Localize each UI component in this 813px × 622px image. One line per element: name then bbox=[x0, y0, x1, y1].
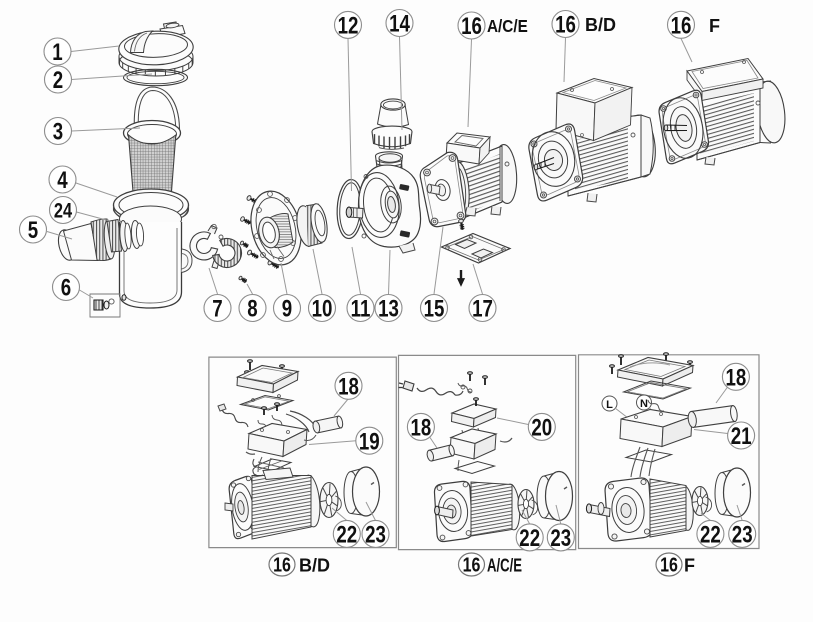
svg-text:A/C/E: A/C/E bbox=[487, 556, 522, 576]
svg-text:7: 7 bbox=[212, 295, 222, 322]
svg-text:1: 1 bbox=[52, 39, 62, 66]
svg-text:15: 15 bbox=[424, 295, 445, 322]
svg-text:F: F bbox=[684, 556, 695, 576]
svg-text:22: 22 bbox=[336, 521, 357, 548]
svg-text:18: 18 bbox=[338, 373, 359, 400]
svg-text:20: 20 bbox=[531, 414, 552, 441]
svg-text:4: 4 bbox=[57, 167, 67, 194]
svg-text:6: 6 bbox=[61, 274, 71, 301]
svg-text:B/D: B/D bbox=[299, 556, 330, 576]
svg-text:N: N bbox=[640, 398, 648, 410]
svg-text:9: 9 bbox=[282, 295, 292, 322]
svg-text:24: 24 bbox=[54, 199, 73, 222]
svg-text:18: 18 bbox=[410, 414, 431, 441]
svg-text:23: 23 bbox=[550, 525, 571, 552]
svg-text:23: 23 bbox=[732, 521, 753, 548]
svg-text:8: 8 bbox=[247, 295, 257, 322]
svg-text:18: 18 bbox=[725, 364, 746, 391]
svg-text:22: 22 bbox=[519, 525, 540, 552]
svg-text:11: 11 bbox=[351, 295, 371, 322]
svg-text:16: 16 bbox=[555, 11, 576, 38]
svg-text:12: 12 bbox=[338, 12, 359, 39]
svg-text:A/C/E: A/C/E bbox=[487, 16, 528, 36]
svg-text:16: 16 bbox=[671, 12, 692, 39]
svg-text:14: 14 bbox=[389, 10, 410, 37]
svg-text:F: F bbox=[709, 16, 720, 36]
svg-text:16: 16 bbox=[273, 554, 291, 576]
svg-text:16: 16 bbox=[461, 13, 482, 40]
svg-text:23: 23 bbox=[365, 521, 386, 548]
svg-text:19: 19 bbox=[359, 428, 380, 455]
svg-text:2: 2 bbox=[53, 67, 63, 94]
svg-text:B/D: B/D bbox=[585, 15, 616, 35]
svg-text:5: 5 bbox=[28, 217, 38, 244]
svg-text:10: 10 bbox=[312, 295, 333, 322]
svg-text:21: 21 bbox=[731, 423, 752, 450]
svg-text:L: L bbox=[606, 399, 613, 411]
svg-text:16: 16 bbox=[463, 554, 481, 576]
svg-text:17: 17 bbox=[472, 295, 493, 322]
svg-text:13: 13 bbox=[378, 295, 399, 322]
svg-text:16: 16 bbox=[660, 554, 678, 576]
svg-text:22: 22 bbox=[700, 521, 721, 548]
svg-text:3: 3 bbox=[53, 118, 63, 145]
